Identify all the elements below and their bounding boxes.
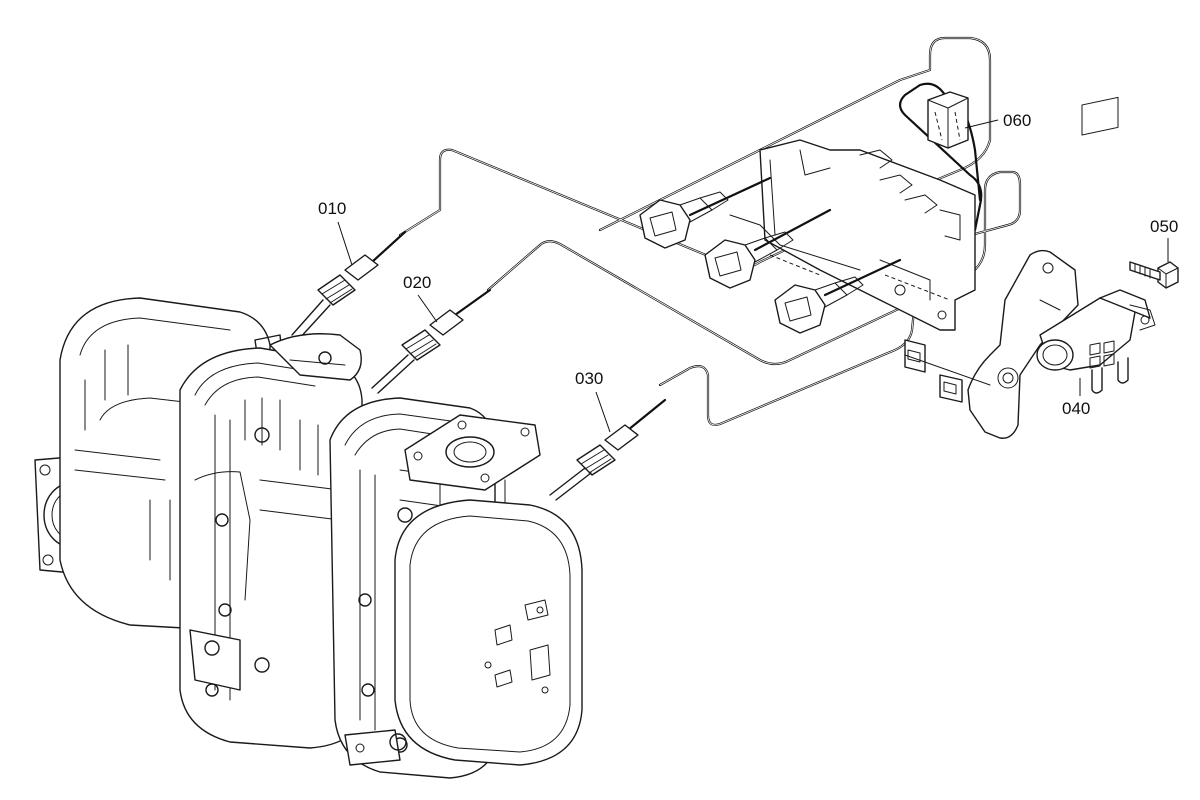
callout-010: 010 bbox=[318, 199, 346, 218]
harness-wire-d bbox=[898, 82, 983, 232]
mounting-clips bbox=[904, 339, 991, 403]
callout-030: 030 bbox=[575, 369, 603, 388]
part-060-connector-block bbox=[927, 91, 969, 149]
harness-bracket bbox=[729, 139, 976, 331]
part-050-bolt bbox=[1129, 261, 1179, 289]
wiring-harness bbox=[398, 36, 1022, 427]
connector-plug-3 bbox=[774, 258, 902, 334]
connector-plug-1 bbox=[639, 176, 772, 249]
sensor-bracket bbox=[967, 249, 1079, 439]
exhaust-aftertreatment-unit bbox=[34, 297, 583, 779]
leader-020 bbox=[417, 294, 438, 323]
leader-lines bbox=[337, 119, 1169, 433]
callout-050: 050 bbox=[1150, 217, 1178, 236]
leader-060 bbox=[964, 119, 999, 129]
connector-plug-2 bbox=[704, 208, 832, 289]
part-040-pressure-sensor bbox=[967, 96, 1156, 439]
part-030-temperature-sensor bbox=[549, 398, 667, 501]
bracket-plate bbox=[759, 139, 976, 331]
outlet-flange bbox=[404, 414, 541, 491]
part-010-temperature-sensor bbox=[291, 230, 407, 341]
callout-020: 020 bbox=[403, 273, 431, 292]
end-cap bbox=[394, 499, 583, 766]
leader-010 bbox=[337, 221, 353, 266]
callout-labels: 010 020 030 040 050 060 bbox=[318, 111, 1178, 418]
callout-060: 060 bbox=[1003, 111, 1031, 130]
callout-040: 040 bbox=[1062, 399, 1090, 418]
part-020-temperature-sensor bbox=[371, 288, 492, 394]
leader-030 bbox=[595, 391, 611, 433]
